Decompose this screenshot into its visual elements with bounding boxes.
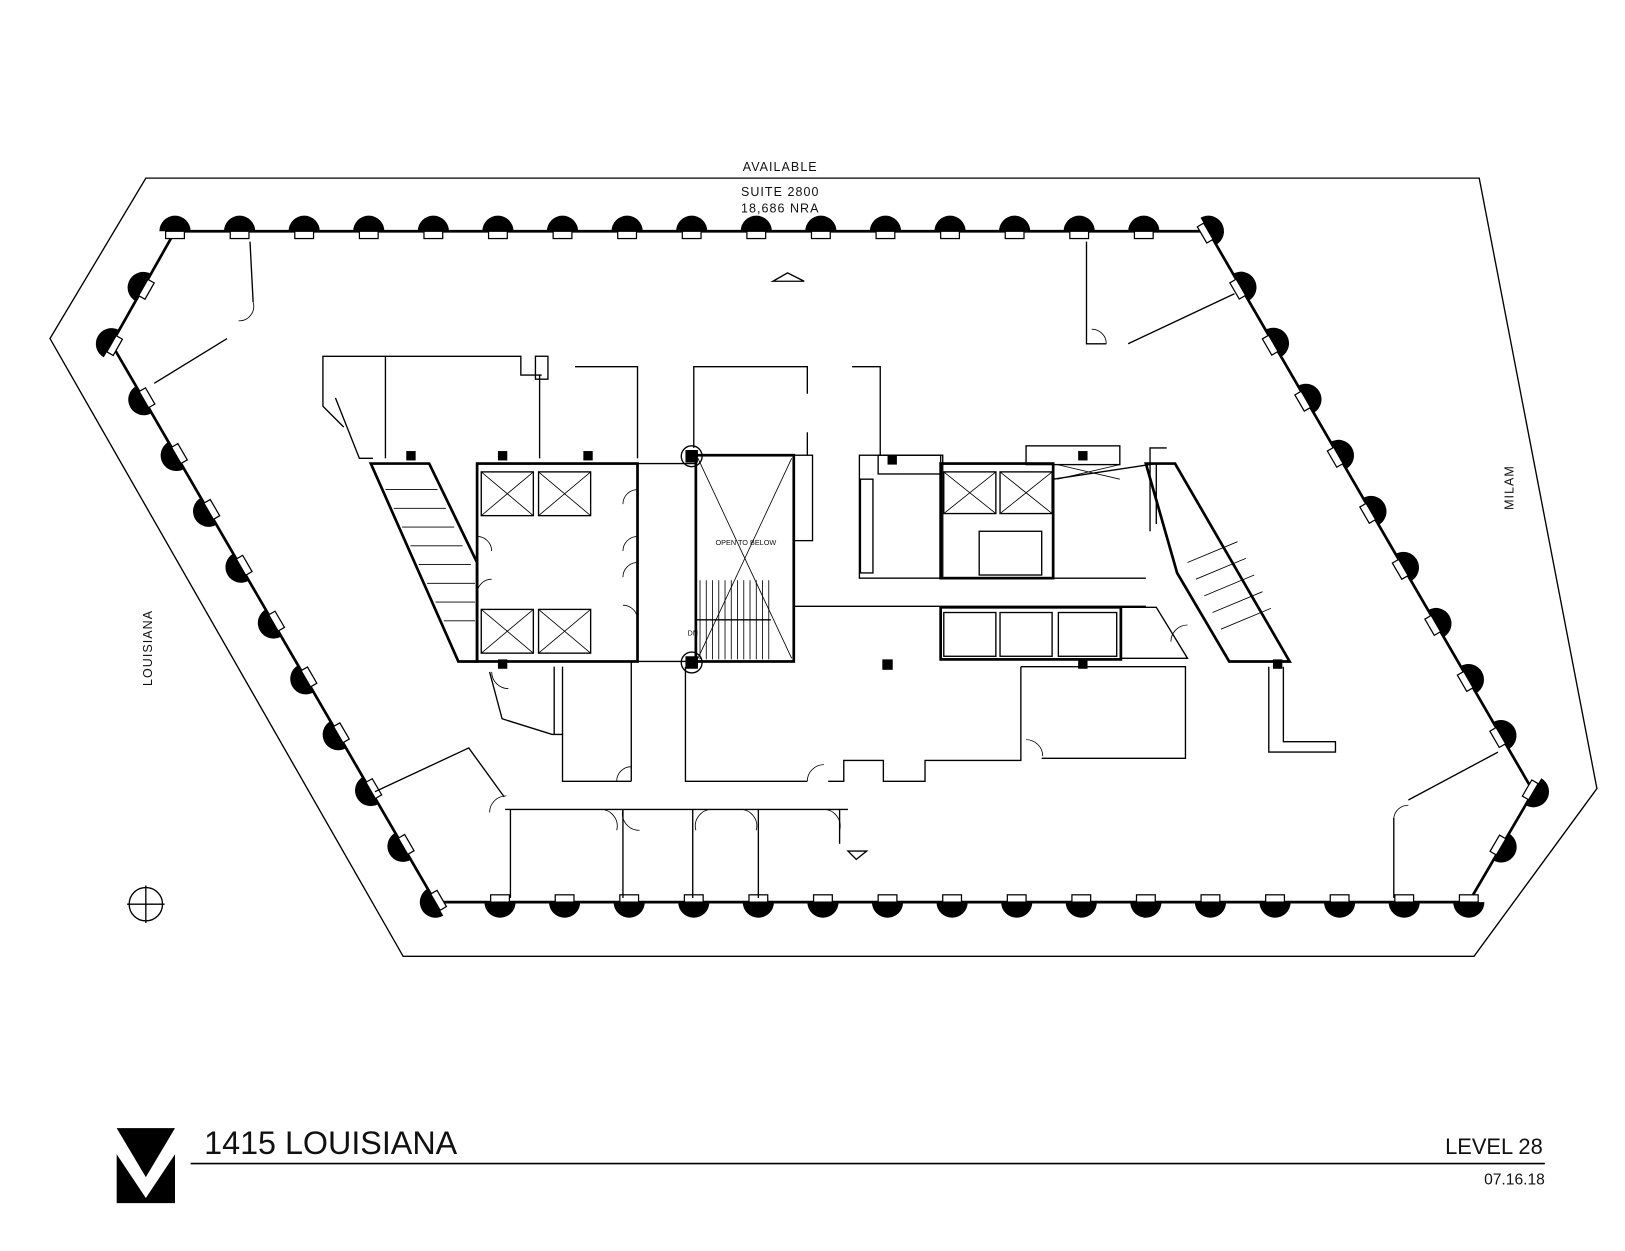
column-icon [742, 894, 774, 918]
elevator-icon [537, 608, 592, 654]
column-icon [1521, 778, 1550, 808]
column-icon [417, 215, 449, 240]
column-icon [887, 455, 897, 465]
column-icon [322, 721, 351, 751]
column-icon [1391, 551, 1420, 582]
column-icon [127, 271, 156, 302]
logo [116, 1128, 176, 1204]
elevator-icon [943, 611, 997, 657]
column-icon [406, 451, 416, 461]
column-icon [1456, 664, 1485, 694]
street-milam-label: MILAM [1503, 465, 1517, 510]
street-louisiana-label: LOUISIANA [141, 610, 155, 686]
column-icon [1453, 894, 1485, 918]
column-icon [1063, 215, 1095, 240]
column-icon [936, 894, 968, 918]
atrium-label: OPEN TO BELOW [715, 538, 776, 547]
perimeter-columns [95, 215, 1550, 918]
column-icon [223, 215, 256, 240]
elevator-icon [480, 608, 535, 654]
column-icon [128, 386, 156, 416]
column-icon [1294, 383, 1322, 413]
column-icon [160, 441, 189, 471]
column-icon [1259, 894, 1291, 918]
column-icon [193, 497, 221, 527]
column-icon [871, 894, 904, 918]
column-icon [869, 215, 902, 240]
column-icon [1078, 451, 1088, 461]
column-icon [805, 215, 837, 240]
floor-plan: OPEN TO BELOW DN AVAILABLE SUITE 2800 18… [49, 160, 1598, 1204]
column-icon [1128, 215, 1160, 240]
column-icon [1130, 894, 1162, 918]
column-icon [497, 451, 508, 461]
column-icon [1194, 894, 1227, 918]
column-icon [1324, 894, 1356, 918]
suite-label: SUITE 2800 [741, 185, 820, 199]
perimeter-offices [153, 241, 1499, 898]
column-icon [225, 553, 253, 583]
column-icon [678, 894, 710, 918]
core-columns [406, 451, 1283, 669]
column-icon [497, 659, 508, 669]
column-icon [355, 776, 383, 806]
stair-icon-right [1144, 462, 1292, 663]
elevators [480, 471, 1118, 657]
column-icon [546, 215, 579, 240]
date-label: 07.16.18 [1484, 1171, 1545, 1188]
column-icon [1001, 894, 1033, 918]
elevator-icon [999, 611, 1053, 657]
elevator-icon [537, 471, 592, 517]
column-icon [1326, 439, 1355, 469]
stair-down-label: DN [688, 628, 699, 637]
column-icon [159, 215, 191, 240]
column-icon [1261, 327, 1289, 357]
column-icon [419, 888, 448, 918]
column-icon [482, 215, 514, 240]
column-icon [676, 215, 708, 240]
column-icon [1078, 659, 1088, 669]
column-icon [740, 215, 772, 240]
column-icon [257, 609, 286, 639]
stair-icon [368, 462, 479, 663]
building-title: 1415 LOUISIANA [204, 1125, 457, 1161]
column-icon [1196, 215, 1224, 245]
elevator-icon [1057, 611, 1118, 657]
column-icon [95, 328, 124, 358]
column-icon [1229, 271, 1257, 301]
column-icon [934, 215, 966, 240]
stair-treads [385, 489, 476, 622]
column-icon [1489, 720, 1517, 750]
column-icon [583, 451, 593, 461]
atrium-stair [695, 580, 771, 660]
column-icon [807, 894, 839, 918]
elevator-icon [999, 471, 1053, 515]
column-icon [1272, 659, 1283, 669]
column-icon [1388, 894, 1420, 918]
column-icon [998, 215, 1031, 240]
curtain-wall [109, 229, 1535, 904]
north-arrow-icon [127, 885, 165, 923]
level-label: LEVEL 28 [1445, 1134, 1543, 1159]
column-icon [1424, 608, 1452, 638]
column-icon [548, 894, 581, 918]
column-icon [288, 215, 320, 240]
area-label: 18,686 NRA [741, 202, 820, 216]
site-boundary [49, 177, 1598, 957]
column-icon [290, 665, 318, 695]
column-icon [1359, 495, 1387, 525]
column-icon [484, 894, 516, 918]
elevator-icon [480, 471, 535, 517]
elevator-icon [943, 471, 997, 515]
building-core: OPEN TO BELOW DN [322, 355, 1337, 782]
column-icon [613, 894, 645, 918]
availability-label: AVAILABLE [743, 160, 818, 174]
column-icon [353, 215, 385, 240]
column-icon [1065, 894, 1097, 918]
column-icon [1489, 833, 1517, 863]
column-icon [611, 215, 643, 240]
column-icon [387, 832, 415, 862]
